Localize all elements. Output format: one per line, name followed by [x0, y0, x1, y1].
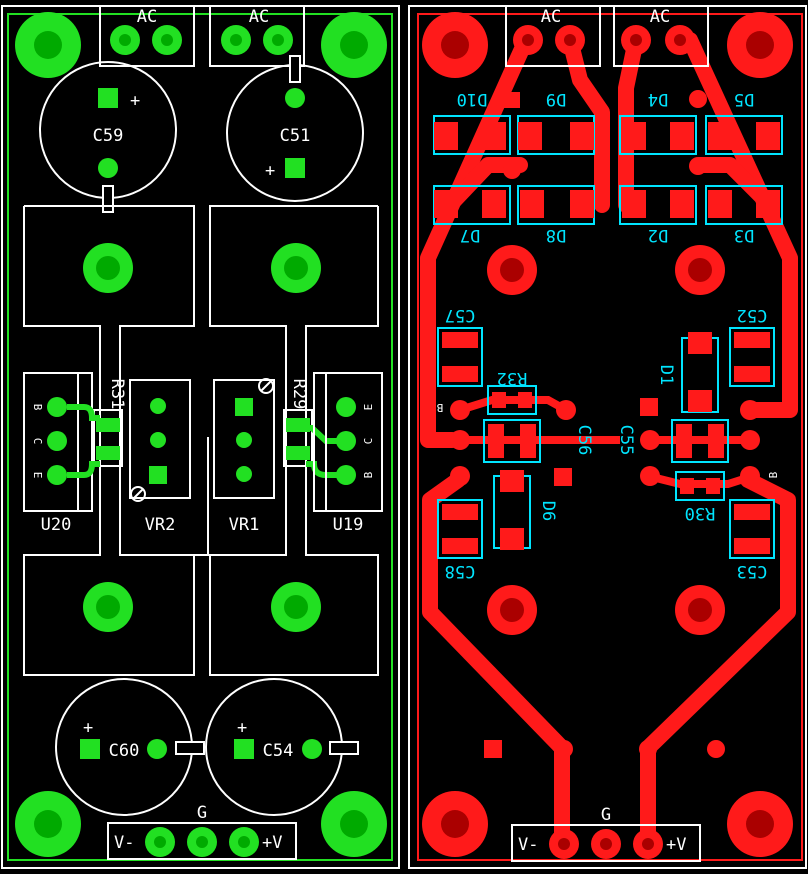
ac-connector-top-2: AC [209, 5, 305, 67]
ac-label: AC [541, 7, 561, 27]
diode-label: D4 [648, 89, 668, 109]
capacitor-c60: + C60 [55, 678, 205, 816]
ac-connector-bottom-1: AC [505, 5, 601, 67]
panel-frame [1, 5, 400, 869]
ref-label: C51 [280, 126, 311, 146]
ac-label: AC [650, 7, 670, 27]
ac-connector-bottom-2: AC [613, 5, 709, 67]
pin-label: B [362, 471, 375, 478]
ref-label: U19 [333, 515, 364, 535]
positive-label: +V [666, 835, 686, 855]
polarity-mark: + [265, 161, 275, 181]
ref-label: D6 [538, 501, 558, 521]
trimmer-vr1: VR1 [213, 378, 275, 535]
pin-label: E [362, 404, 375, 411]
ref-label: R29 [289, 379, 309, 410]
resistor-r31: R31 [67, 379, 127, 478]
regulator-u20: B C E U20 [23, 372, 93, 535]
trimmer-vr2: VR2 [129, 379, 191, 535]
ac-connector-top-1: AC [99, 5, 195, 67]
ref-label: C60 [109, 741, 140, 761]
panel-frame [408, 5, 807, 869]
diode-bridges: D10 D9 D4 D5 D7 D8 D2 D3 [433, 89, 783, 245]
output-connector: G V- +V [107, 803, 297, 860]
ac-label: AC [249, 7, 269, 27]
heatsink-holes [83, 243, 321, 632]
pin-label: B [31, 404, 44, 411]
pin-label: C [362, 438, 375, 445]
negative-label: V- [114, 833, 134, 853]
diode-label: D7 [460, 225, 480, 245]
ac-label: AC [137, 7, 157, 27]
ref-label: R31 [107, 379, 127, 410]
ref-label: C53 [737, 561, 768, 581]
ref-label: C59 [93, 126, 124, 146]
diode-label: D10 [457, 89, 488, 109]
positive-label: +V [262, 833, 282, 853]
ref-label: R30 [685, 503, 716, 523]
ref-label: C57 [445, 305, 476, 325]
output-connector: G V- +V [511, 805, 701, 862]
ground-label: G [601, 805, 611, 825]
diode-label: D3 [734, 225, 754, 245]
polarity-mark: + [130, 91, 140, 111]
pin-label: C [31, 438, 44, 445]
copper-traces [420, 32, 798, 850]
capacitor-c58: C58 [437, 499, 483, 581]
mounting-holes [15, 12, 387, 857]
ref-label: R32 [497, 368, 528, 388]
ref-label: C54 [263, 741, 294, 761]
top-layer-panel: AC AC + C59 + C51 [1, 5, 400, 869]
heatsink-outline-right [194, 205, 379, 676]
ref-label: VR1 [229, 515, 260, 535]
ground-label: G [197, 803, 207, 823]
ref-label: C58 [445, 561, 476, 581]
ref-label: VR2 [145, 515, 176, 535]
negative-label: V- [518, 835, 538, 855]
capacitor-c55: C55 [616, 419, 729, 463]
diode-label: D5 [734, 89, 754, 109]
regulator-u19: E C B U19 [313, 372, 383, 535]
ref-label: D1 [656, 365, 676, 385]
polarity-mark: + [83, 718, 93, 738]
ref-label: C56 [574, 425, 594, 456]
ref-label: U20 [41, 515, 72, 535]
resistor-r32: R32 [487, 368, 537, 415]
pads-mid [450, 398, 760, 758]
ref-label: C55 [616, 425, 636, 456]
resistor-r30: R30 [675, 471, 725, 523]
capacitor-c53: C53 [729, 499, 775, 581]
diode-d6: D6 [493, 470, 558, 550]
capacitor-c51: + C51 [226, 55, 364, 202]
capacitor-c54: + C54 [205, 678, 359, 816]
pin-mark: B [436, 401, 443, 414]
diode-label: D9 [546, 89, 566, 109]
capacitor-c56: C56 [483, 419, 594, 463]
ref-label: C52 [737, 305, 768, 325]
polarity-mark: + [237, 718, 247, 738]
capacitor-c52: C52 [729, 305, 775, 387]
diode-label: D2 [648, 225, 668, 245]
mounting-holes [422, 12, 793, 857]
pin-mark: B [767, 471, 780, 478]
diode-label: D8 [546, 225, 566, 245]
pin-label: E [31, 472, 44, 479]
capacitor-c59: + C59 [39, 61, 177, 213]
bottom-layer-panel: AC AC [408, 5, 807, 869]
capacitor-c57: C57 [437, 305, 483, 387]
diode-d1: D1 [656, 332, 719, 413]
